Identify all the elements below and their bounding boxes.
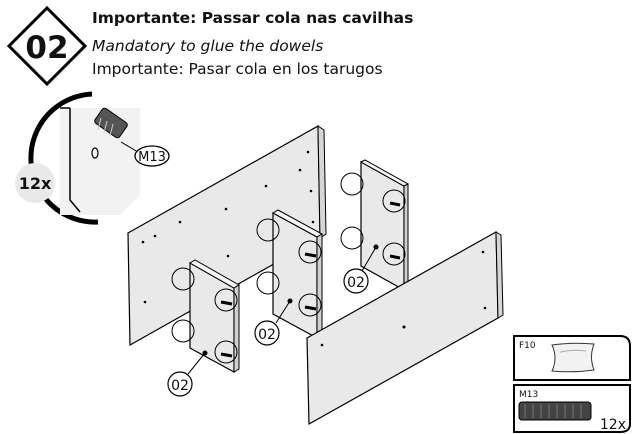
- title-portuguese: Importante: Passar cola nas cavilhas: [92, 9, 414, 27]
- panel-label: 02: [258, 327, 276, 343]
- title-english: Mandatory to glue the dowels: [92, 37, 324, 55]
- step-number: 02: [25, 30, 68, 66]
- front-panel: [306, 230, 504, 426]
- title-spanish: Importante: Pasar cola en los tarugos: [92, 60, 383, 78]
- part-code: M13: [519, 390, 538, 400]
- detail-quantity: 12x: [19, 174, 52, 193]
- dowel-detail-callout: M13 12x: [15, 91, 170, 225]
- divider-panel-right: 02: [340, 159, 410, 294]
- parts-legend-m13: M13 12x: [513, 384, 631, 433]
- panel-label: 02: [171, 378, 189, 394]
- part-quantity: 12x: [600, 417, 626, 433]
- divider-panel-left: 02: [167, 259, 240, 397]
- dowel-icon: [94, 107, 128, 139]
- parts-legend-f10: F10: [513, 335, 631, 381]
- part-code: F10: [519, 341, 536, 351]
- back-panel: [127, 124, 327, 347]
- glue-sachet-icon: [551, 342, 595, 373]
- step-badge: 02: [6, 5, 88, 87]
- dowel-icon: [518, 401, 592, 421]
- panel-label: 02: [347, 275, 365, 291]
- divider-panel-middle: 02: [254, 209, 324, 346]
- detail-part-label: M13: [138, 150, 166, 165]
